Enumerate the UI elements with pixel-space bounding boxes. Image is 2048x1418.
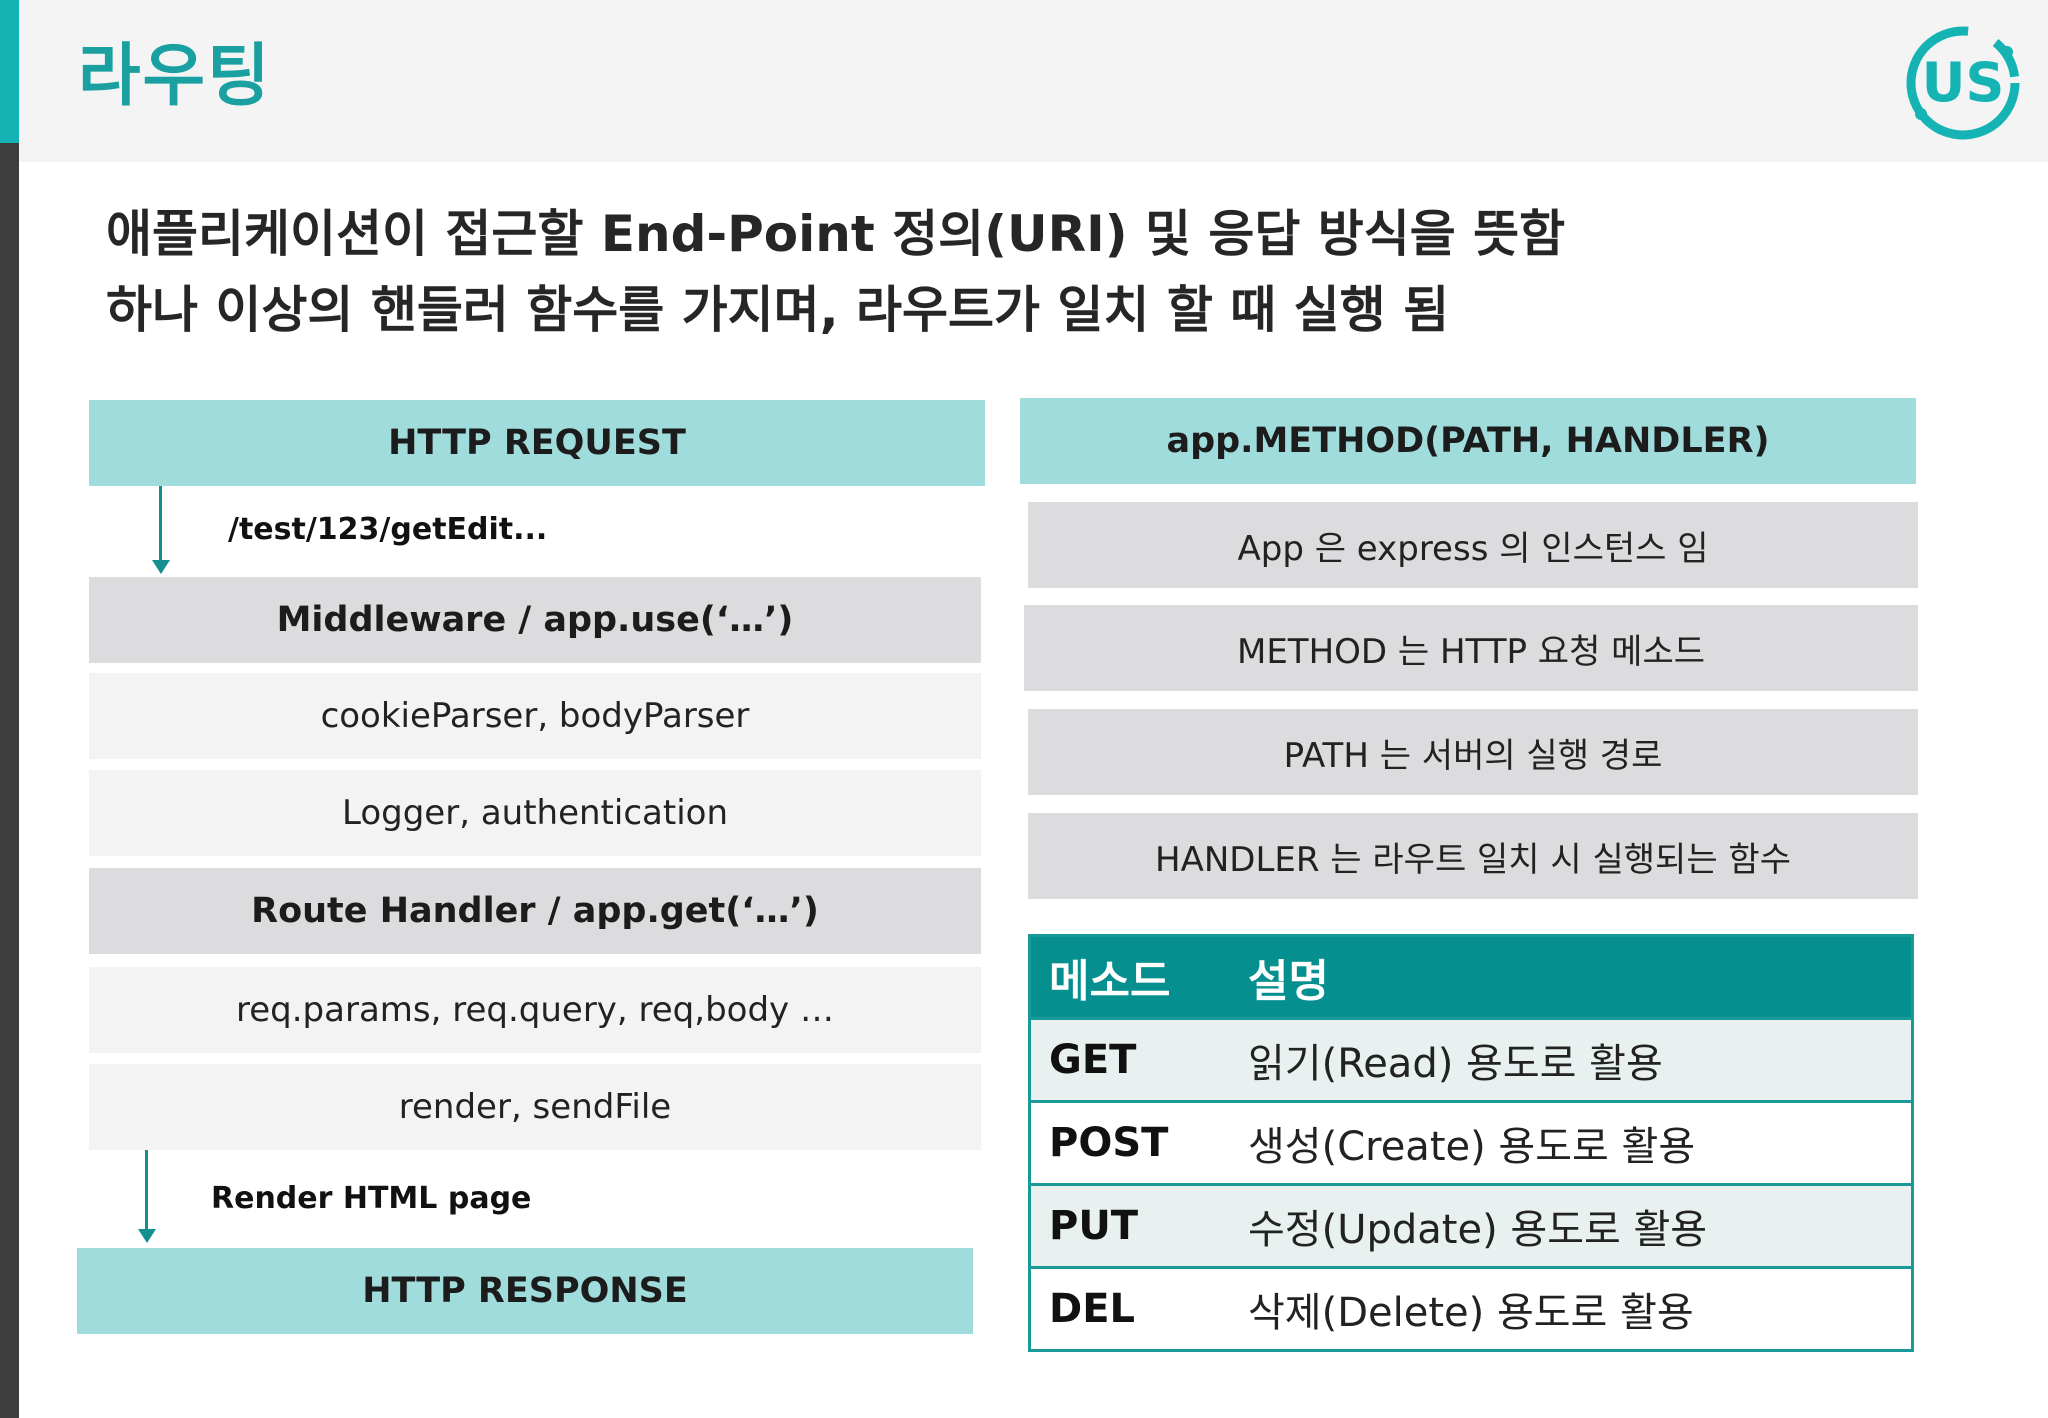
- header-description: 설명: [1248, 956, 1329, 1007]
- route-item-2: render, sendFile: [89, 1064, 981, 1150]
- us-logo-icon: US: [1906, 26, 2020, 140]
- table-header: 메소드 설명: [1031, 937, 1911, 1017]
- route-handler-box: Route Handler / app.get(‘…’): [89, 868, 981, 954]
- http-response-box: HTTP RESPONSE: [77, 1248, 973, 1334]
- description-cell: 수정(Update) 용도로 활용: [1248, 1207, 1708, 1253]
- method-cell: PUT: [1049, 1203, 1139, 1249]
- method-cell: POST: [1049, 1120, 1169, 1166]
- method-desc-handler: HANDLER 는 라우트 일치 시 실행되는 함수: [1028, 813, 1918, 899]
- request-path-label: /test/123/getEdit...: [228, 512, 548, 547]
- method-desc-path: PATH 는 서버의 실행 경로: [1028, 709, 1918, 795]
- logo-text: US: [1922, 51, 2005, 114]
- middleware-item-2: Logger, authentication: [89, 770, 981, 856]
- method-desc-app: App 은 express 의 인스턴스 임: [1028, 502, 1918, 588]
- description-cell: 읽기(Read) 용도로 활용: [1248, 1041, 1663, 1087]
- side-bar: [0, 143, 19, 1418]
- subtitle-line-2: 하나 이상의 핸들러 함수를 가지며, 라우트가 일치 할 때 실행 됨: [106, 281, 1450, 339]
- accent-bar: [0, 0, 19, 143]
- arrow-down-icon: [138, 1229, 156, 1243]
- page-title: 라우팅: [78, 37, 272, 116]
- middleware-box: Middleware / app.use(‘…’): [89, 577, 981, 663]
- render-html-label: Render HTML page: [211, 1181, 532, 1216]
- table-row: GET 읽기(Read) 용도로 활용: [1031, 1017, 1911, 1100]
- table-row: DEL 삭제(Delete) 용도로 활용: [1031, 1266, 1911, 1349]
- header-method: 메소드: [1049, 956, 1171, 1007]
- arrow-line: [145, 1150, 148, 1230]
- description-cell: 삭제(Delete) 용도로 활용: [1248, 1290, 1694, 1336]
- description-cell: 생성(Create) 용도로 활용: [1248, 1124, 1696, 1170]
- middleware-item-1: cookieParser, bodyParser: [89, 673, 981, 759]
- http-request-box: HTTP REQUEST: [89, 400, 985, 486]
- method-table: 메소드 설명 GET 읽기(Read) 용도로 활용 POST 생성(Creat…: [1028, 934, 1914, 1352]
- method-cell: DEL: [1049, 1286, 1136, 1332]
- arrow-down-icon: [152, 560, 170, 574]
- method-desc-method: METHOD 는 HTTP 요청 메소드: [1024, 605, 1918, 691]
- subtitle-line-1: 애플리케이션이 접근할 End-Point 정의(URI) 및 응답 방식을 뜻…: [106, 205, 1566, 263]
- route-item-1: req.params, req.query, req,body …: [89, 967, 981, 1053]
- table-row: PUT 수정(Update) 용도로 활용: [1031, 1183, 1911, 1266]
- method-cell: GET: [1049, 1037, 1137, 1083]
- header-band: [19, 0, 2048, 162]
- arrow-line: [159, 486, 162, 560]
- app-method-header: app.METHOD(PATH, HANDLER): [1020, 398, 1916, 484]
- table-row: POST 생성(Create) 용도로 활용: [1031, 1100, 1911, 1183]
